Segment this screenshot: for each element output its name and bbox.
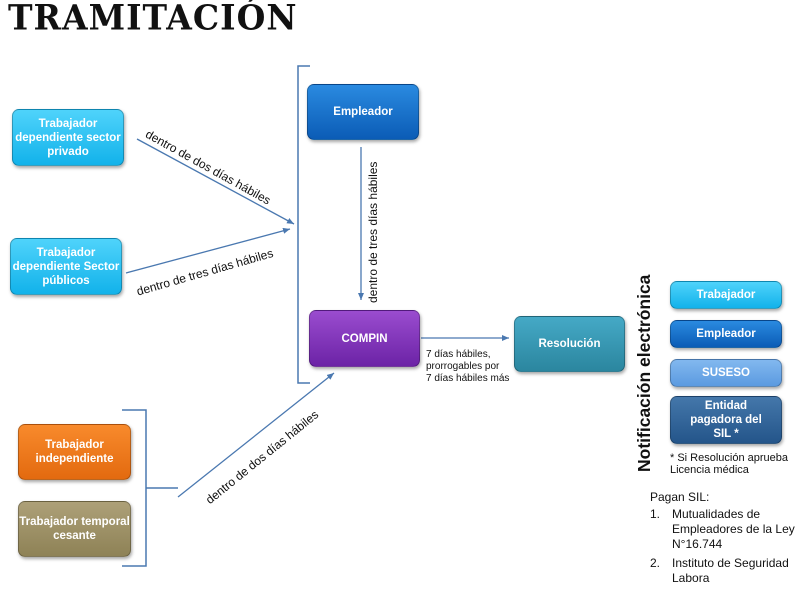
box-label: Trabajador independiente xyxy=(35,439,114,465)
box-empleador: Empleador xyxy=(307,84,419,140)
notif-suseso: SUSESO xyxy=(670,359,782,387)
bracket-main xyxy=(297,65,310,384)
pagan-item-num: 2. xyxy=(650,556,661,570)
box-label: Trabajador dependiente sector privado xyxy=(15,117,121,158)
box-label: Empleador xyxy=(696,328,756,340)
box-label: Entidad pagadora del SIL * xyxy=(690,400,762,440)
box-label: Empleador xyxy=(333,106,393,118)
pagan-heading: Pagan SIL: xyxy=(650,490,710,504)
pagan-item: 2. Instituto de Seguridad Labora xyxy=(650,556,795,586)
label-compin-resolucion: 7 días hábiles, prorrogables por 7 días … xyxy=(426,349,509,385)
pagan-item-num: 1. xyxy=(650,507,661,521)
box-trabajador-temporal: Trabajador temporal cesante xyxy=(18,501,131,557)
arrow-publico xyxy=(125,227,291,274)
pagan-line: Empleadores de la Ley xyxy=(672,522,795,536)
arrow-privado xyxy=(136,138,295,225)
note-line: prorrogables por xyxy=(426,361,500,372)
pagan-item-text: Mutualidades de Empleadores de la Ley N°… xyxy=(672,507,795,552)
box-label: Resolución xyxy=(538,338,601,350)
label-empleador: dentro de tres días hábiles xyxy=(366,161,380,303)
note-line: 7 días hábiles, xyxy=(426,349,491,360)
box-label: Trabajador xyxy=(696,289,756,301)
box-resolucion: Resolución xyxy=(514,316,625,372)
pagan-line: Instituto de Seguridad xyxy=(672,556,789,570)
box-trabajador-independiente: Trabajador independiente xyxy=(18,424,131,480)
pagan-item-text: Instituto de Seguridad Labora xyxy=(672,556,789,586)
notif-entidad-pagadora: Entidad pagadora del SIL * xyxy=(670,396,782,444)
box-trabajador-privado: Trabajador dependiente sector privado xyxy=(12,109,124,166)
box-label: COMPIN xyxy=(341,332,388,345)
pagan-sil: Pagan SIL: 1. Mutualidades de Empleadore… xyxy=(650,490,795,586)
notif-trabajador: Trabajador xyxy=(670,281,782,309)
notificacion-footnote: * Si Resolución aprueba Licencia médica xyxy=(670,452,788,476)
notificacion-heading: Notificación electrónica xyxy=(634,274,654,472)
box-label: Trabajador temporal cesante xyxy=(19,516,130,542)
page-title: TRAMITACIÓN xyxy=(8,0,298,38)
box-trabajador-publico: Trabajador dependiente Sector públicos xyxy=(10,238,122,295)
box-compin: COMPIN xyxy=(309,310,420,367)
box-label: Trabajador dependiente Sector públicos xyxy=(12,246,120,287)
arrow-independiente xyxy=(177,372,335,498)
notif-empleador: Empleador xyxy=(670,320,782,348)
note-line: 7 días hábiles más xyxy=(426,373,510,384)
pagan-item: 1. Mutualidades de Empleadores de la Ley… xyxy=(650,507,795,552)
footnote-line: * Si Resolución aprueba xyxy=(670,452,789,464)
box-label: SUSESO xyxy=(702,367,750,379)
footnote-line: Licencia médica xyxy=(670,464,749,476)
pagan-line: Mutualidades de xyxy=(672,507,761,521)
pagan-line: N°16.744 xyxy=(672,537,723,551)
pagan-line: Labora xyxy=(672,571,710,585)
